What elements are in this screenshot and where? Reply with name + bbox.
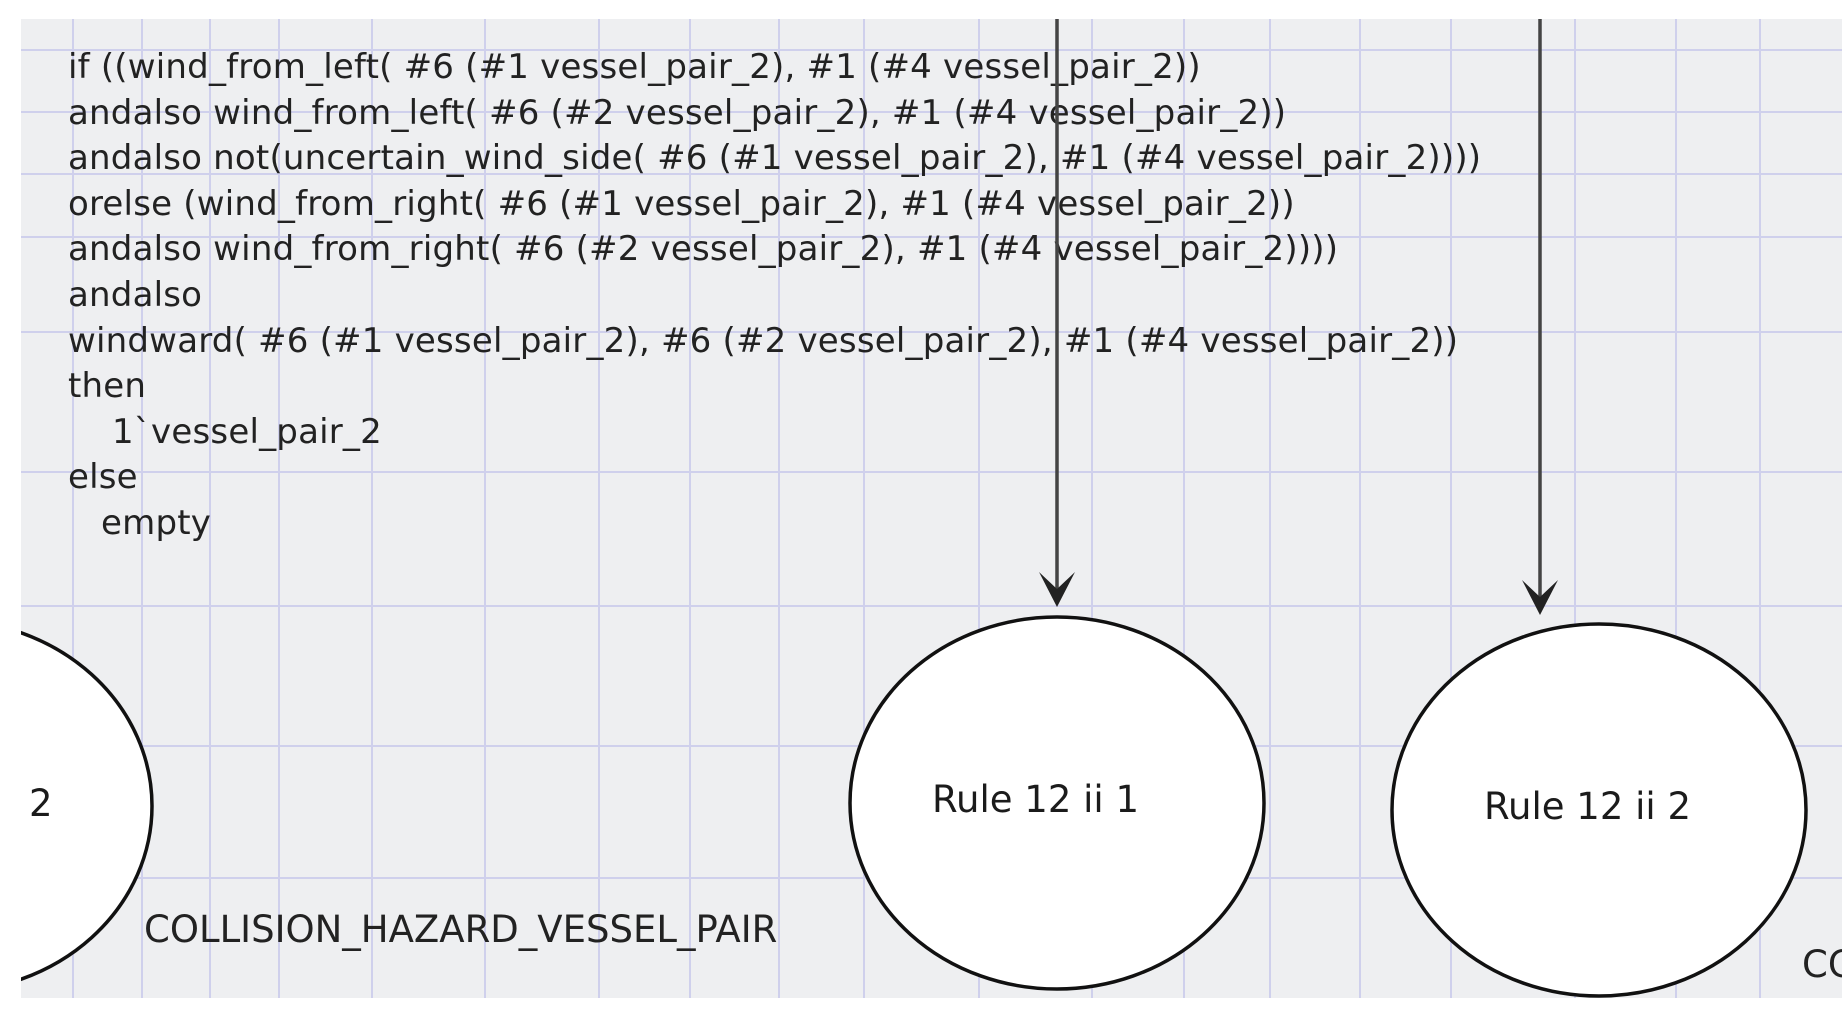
rule-12-ii-2-label: Rule 12 ii 2 xyxy=(1484,785,1692,828)
diagram-shapes xyxy=(21,19,1808,998)
place-type-label: COLLISION_HAZARD_VESSEL_PAIR xyxy=(144,908,778,951)
rule-12-ii-1-transition[interactable] xyxy=(848,615,1266,991)
inscription-line: else xyxy=(68,457,138,498)
inscription-line: andalso wind_from_right( #6 (#2 vessel_p… xyxy=(68,229,1339,270)
inscription-line: orelse (wind_from_right( #6 (#1 vessel_p… xyxy=(68,183,1295,224)
arrowhead-rule-12-ii-1 xyxy=(1039,572,1075,607)
left-partial-place[interactable] xyxy=(21,620,154,992)
cut-off-type-label: CC xyxy=(1802,943,1842,986)
inscription-line: empty xyxy=(68,503,212,543)
diagram-canvas[interactable]: if ((wind_from_left( #6 (#1 vessel_pair_… xyxy=(21,19,1842,998)
inscription-line: windward( #6 (#1 vessel_pair_2), #6 (#2 … xyxy=(68,320,1459,361)
inscription-line: 1`vessel_pair_2 xyxy=(68,411,382,452)
inscription-line: andalso not(uncertain_wind_side( #6 (#1 … xyxy=(68,138,1482,179)
left-partial-node-label: 2 xyxy=(29,782,53,825)
rule-12-ii-2-transition[interactable] xyxy=(1390,622,1808,998)
arrowhead-rule-12-ii-2 xyxy=(1522,580,1558,615)
inscription-line: andalso wind_from_left( #6 (#2 vessel_pa… xyxy=(68,92,1287,133)
inscription-line: if ((wind_from_left( #6 (#1 vessel_pair_… xyxy=(68,47,1201,87)
inscription-line: andalso xyxy=(68,275,203,315)
inscription-line: then xyxy=(68,366,147,407)
rule-12-ii-1-label: Rule 12 ii 1 xyxy=(932,778,1140,821)
